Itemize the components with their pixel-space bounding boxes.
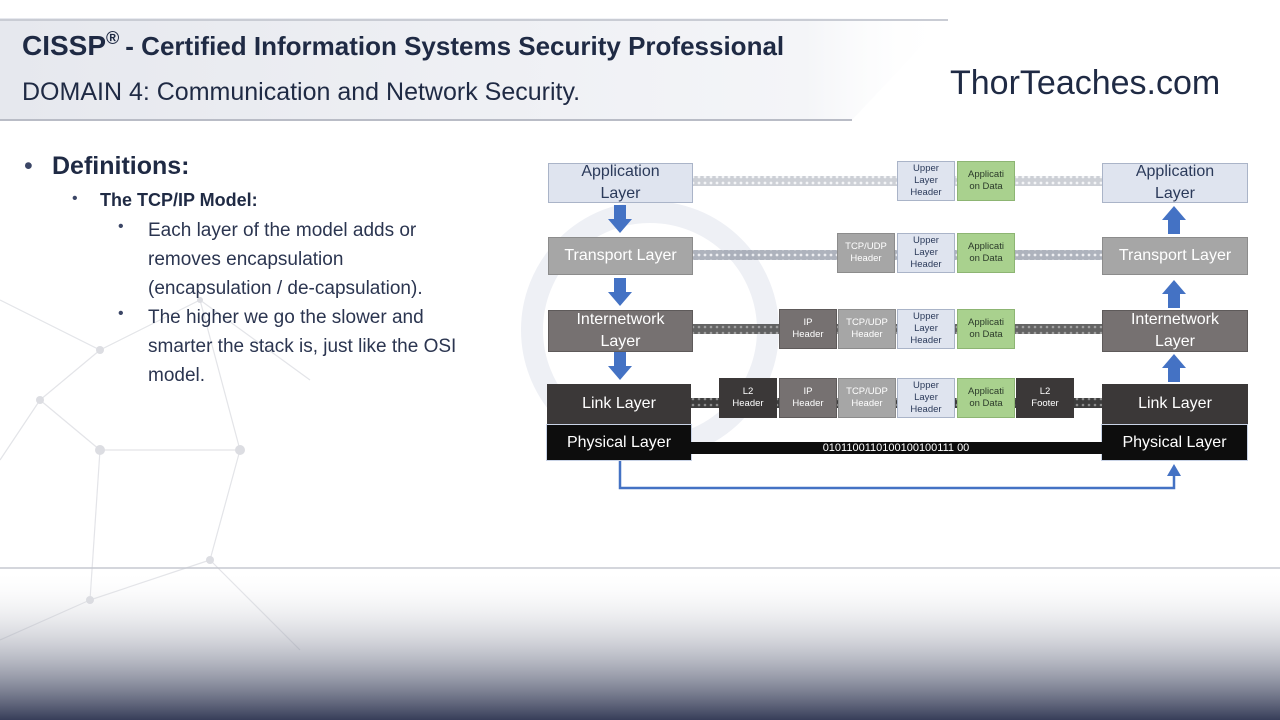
layer-label: Layer (1154, 185, 1196, 202)
title-rest: - Certified Information Systems Security… (125, 31, 785, 61)
cell-text: on Data (969, 181, 1003, 192)
bullet-dot-icon: • (118, 218, 124, 235)
bullet-dot-icon: • (118, 305, 124, 322)
title-registered-mark: ® (106, 28, 120, 48)
right-physical-layer: Physical Layer (1101, 424, 1248, 461)
left-link-layer: Link Layer (547, 384, 691, 424)
cell-text: Layer (914, 392, 938, 403)
right-transport-layer: Transport Layer (1102, 237, 1248, 275)
layer-label: Internetwork (576, 311, 665, 328)
cell-text: Header (792, 398, 824, 409)
title-main: CISSP (22, 30, 107, 61)
arrow-up-icon (1162, 280, 1186, 308)
cell-text: Header (850, 253, 882, 264)
cell-text: Upper (913, 380, 939, 391)
cell-text: Applicati (968, 169, 1004, 180)
cell-text: Layer (914, 175, 938, 186)
subheading-tcpip-model: The TCP/IP Model: (100, 190, 258, 210)
slide-title: CISSP®- Certified Information Systems Se… (22, 28, 785, 62)
cell-text: TCP/UDP (846, 317, 888, 328)
cell-text: Applicati (968, 386, 1004, 397)
cell-text: Upper (913, 235, 939, 246)
cell-text: TCP/UDP (846, 386, 888, 397)
point-line: smarter the stack is, just like the OSI (148, 336, 457, 357)
point-line: Each layer of the model adds or (148, 220, 417, 241)
transfer-path-line (618, 460, 1176, 490)
layer-label: Internetwork (1130, 311, 1220, 328)
cell-text: Footer (1031, 398, 1059, 409)
cell-text: Header (851, 329, 883, 340)
cell-text: Header (910, 335, 942, 346)
point-line: model. (148, 365, 206, 386)
cell-text: IP (803, 386, 813, 397)
cell-text: TCP/UDP (845, 241, 887, 252)
slide-subtitle: DOMAIN 4: Communication and Network Secu… (22, 78, 581, 106)
cell-text: Upper (913, 311, 939, 322)
point-encapsulation: Each layer of the model adds or removes … (148, 216, 423, 303)
arrow-up-icon (1167, 464, 1181, 476)
cell-text: Header (851, 398, 883, 409)
arrow-up-icon (1162, 354, 1186, 382)
cell-text: Header (910, 259, 942, 270)
cell-text: Header (910, 404, 942, 415)
arrow-up-icon (1162, 206, 1186, 234)
cell-text: Header (732, 398, 764, 409)
cell-text: L2 (1039, 386, 1051, 397)
point-stack-speed: The higher we go the slower and smarter … (148, 303, 456, 390)
heading-definitions: Definitions: (52, 152, 190, 180)
cell-text: on Data (969, 398, 1003, 409)
cell-text: L2 (742, 386, 754, 397)
layer-label: Layer (600, 333, 641, 350)
point-line: removes encapsulation (148, 249, 344, 270)
physical-bitstream: 0101100110100100100111 00 (690, 442, 1102, 454)
arrow-down-icon (608, 278, 632, 306)
site-brand: ThorTeaches.com (950, 64, 1221, 102)
point-line: The higher we go the slower and (148, 307, 424, 328)
cell-text: Header (792, 329, 824, 340)
bullet-dot-icon: • (24, 152, 33, 180)
layer-label: Layer (600, 185, 641, 202)
cell-text: IP (803, 317, 813, 328)
cell-text: Applicati (968, 317, 1004, 328)
cell-text: on Data (969, 329, 1003, 340)
layer-label: Application (1135, 163, 1215, 180)
cell-text: Applicati (968, 241, 1004, 252)
layer-label: Application (581, 163, 660, 180)
link-connector (690, 398, 1103, 408)
cell-text: Layer (914, 247, 938, 258)
layer-label: Layer (1154, 333, 1195, 350)
cell-text: Upper (913, 163, 939, 174)
right-link-layer: Link Layer (1102, 384, 1248, 424)
point-line: (encapsulation / de-capsulation). (148, 278, 423, 299)
cell-text: on Data (969, 253, 1003, 264)
arrow-down-icon (608, 205, 632, 233)
left-transport-layer: Transport Layer (548, 237, 693, 275)
arrow-down-icon (608, 352, 632, 380)
cell-text: Layer (914, 323, 938, 334)
left-physical-layer: Physical Layer (546, 424, 692, 461)
cell-text: Header (910, 187, 942, 198)
bullet-dot-icon: • (72, 190, 78, 207)
